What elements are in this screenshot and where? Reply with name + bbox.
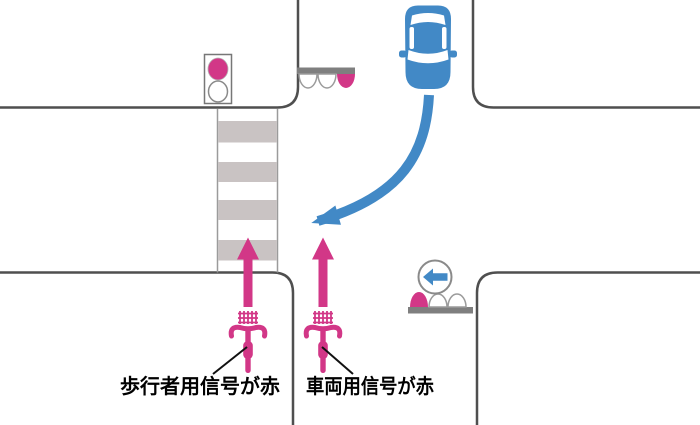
- bicycle-frame-right: [318, 327, 328, 373]
- pedestrian-signal-red-lamp: [207, 57, 229, 81]
- overhead-signal-lamp-red: [337, 74, 355, 88]
- car-body: [405, 5, 451, 89]
- pedestrian-signal: [203, 53, 233, 105]
- bicycle-icon-right: [303, 311, 343, 373]
- side-vehicle-signal: [408, 259, 473, 314]
- side-signal-lamp-off-2: [447, 293, 467, 308]
- overhead-signal-lamp-off-2: [317, 73, 337, 89]
- corner-block-bottom-left: [0, 271, 295, 425]
- crosswalk-stripes: [218, 121, 277, 261]
- car-turn-path-arrow: [311, 94, 434, 226]
- vehicle-signal-red-label: 車両用信号が赤: [306, 374, 434, 398]
- side-signal-lamp-red: [410, 292, 428, 307]
- overhead-signal-bar: [297, 67, 355, 74]
- car-rear-window: [410, 13, 446, 25]
- car-icon: [399, 5, 457, 89]
- overhead-vehicle-signal: [297, 67, 355, 89]
- car-side-window-left: [409, 27, 414, 49]
- car-mirror-right: [449, 50, 457, 58]
- bicycle-arrow-left: [237, 237, 259, 307]
- pedestrian-signal-off-lamp: [207, 80, 229, 103]
- pointer-line-vehicle-label: [321, 346, 354, 375]
- corner-block-top-right: [471, 0, 700, 109]
- side-signal-lamp-off-1: [428, 293, 448, 308]
- car-windshield: [407, 50, 449, 64]
- crosswalk: [216, 108, 279, 273]
- left-arrow-icon: [423, 268, 448, 286]
- corner-block-top-left: [0, 0, 300, 109]
- crosswalk-edges: [216, 108, 279, 273]
- bicycle-icon-left: [228, 311, 268, 373]
- car-side-window-right: [442, 27, 447, 49]
- side-signal-bar: [408, 307, 473, 314]
- bicycle-arrow-right: [312, 237, 334, 307]
- pointer-line-pedestrian-label: [212, 346, 248, 375]
- bicycle-basket-left: [238, 311, 258, 324]
- corner-block-bottom-right: [475, 271, 700, 425]
- car-mirror-left: [399, 50, 407, 58]
- bicycle-basket-right: [313, 311, 333, 324]
- bicycle-frame-left: [243, 327, 253, 373]
- pedestrian-signal-red-label: 歩行者用信号が赤: [120, 374, 280, 398]
- overhead-signal-lamp-off-1: [298, 73, 318, 89]
- label-pointer-lines: [212, 346, 354, 375]
- bicycle-travel-arrows: [237, 237, 334, 307]
